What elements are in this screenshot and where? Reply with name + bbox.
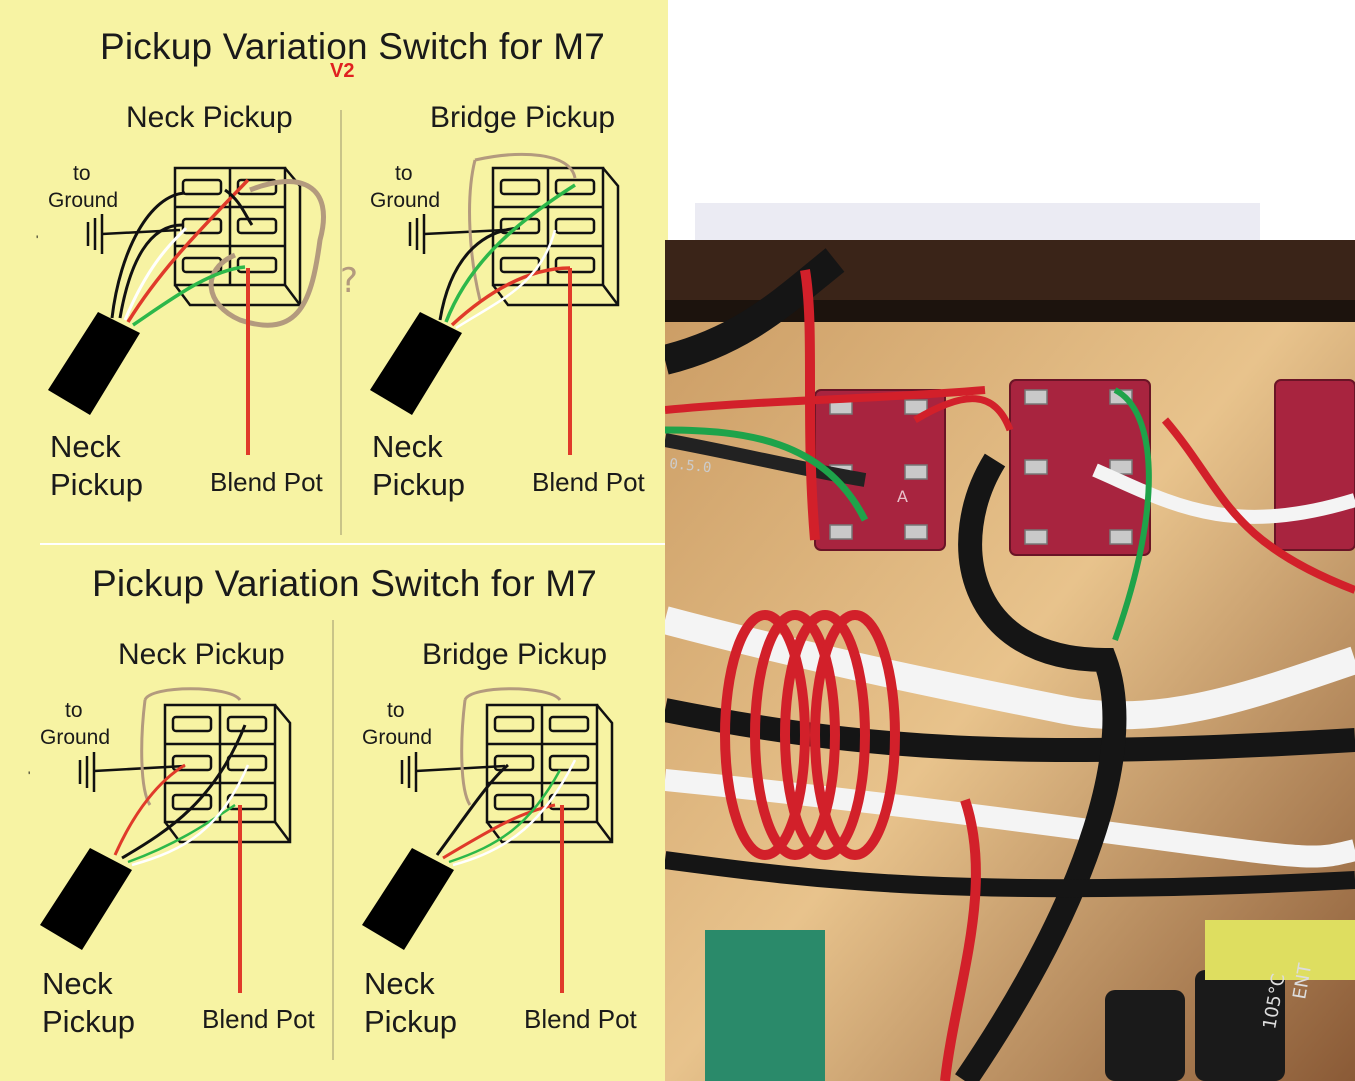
wire-marking: 0.5.0 xyxy=(669,456,713,476)
pickup-line-1: Neck xyxy=(364,966,435,1001)
bottom-bridge-diagram xyxy=(362,687,614,993)
ground-label: Ground xyxy=(362,726,433,749)
pickup-line-2: Pickup xyxy=(364,1004,458,1039)
bottom-bridge-blend-pot: Blend Pot xyxy=(524,1004,637,1034)
photo-top-strip xyxy=(695,203,1260,240)
bottom-bridge-pickup-label: Neck Pickup xyxy=(364,965,457,1041)
bottom-title: Pickup Variation Switch for M7 xyxy=(92,563,598,604)
bottom-bridge-header: Bridge Pickup xyxy=(422,638,608,671)
top-bridge-diagram xyxy=(370,152,620,455)
top-bridge-to-ground: to Ground xyxy=(370,160,440,214)
bottom-neck-pickup-label: Neck Pickup xyxy=(42,965,135,1041)
wiring-photo: A 105°C ENT 0.5.0 xyxy=(665,240,1355,1081)
column-divider-top xyxy=(340,110,342,535)
svg-text:': ' xyxy=(28,769,30,783)
top-bridge-blend-pot: Blend Pot xyxy=(532,467,645,497)
switch-marking: A xyxy=(897,487,908,506)
bottom-bridge-to-ground: to Ground xyxy=(362,697,432,751)
bottom-neck-to-ground: to Ground xyxy=(40,697,110,751)
pickup-line-1: Neck xyxy=(42,966,113,1001)
section-divider xyxy=(40,543,668,545)
bottom-neck-header: Neck Pickup xyxy=(118,638,285,671)
top-bridge-header: Bridge Pickup xyxy=(430,101,616,134)
to-label: to xyxy=(395,162,413,185)
pickup-line-1: Neck xyxy=(50,429,121,464)
top-neck-header: Neck Pickup xyxy=(126,101,293,134)
svg-text:': ' xyxy=(36,233,38,247)
wiring-diagrams: ? xyxy=(28,152,620,993)
top-title: Pickup Variation Switch for M7 xyxy=(100,26,606,67)
bottom-neck-diagram xyxy=(40,687,292,993)
pickup-line-1: Neck xyxy=(372,429,443,464)
pickup-line-2: Pickup xyxy=(372,467,466,502)
ground-label: Ground xyxy=(48,189,119,212)
top-neck-pickup-label: Neck Pickup xyxy=(50,428,143,504)
pickup-line-2: Pickup xyxy=(42,1004,136,1039)
bottom-neck-blend-pot: Blend Pot xyxy=(202,1004,315,1034)
column-divider-bottom xyxy=(332,620,334,1060)
pickup-line-2: Pickup xyxy=(50,467,144,502)
to-label: to xyxy=(387,699,405,722)
top-bridge-pickup-label: Neck Pickup xyxy=(372,428,465,504)
top-neck-to-ground: to Ground xyxy=(48,160,118,214)
top-neck-blend-pot: Blend Pot xyxy=(210,467,323,497)
question-mark: ? xyxy=(340,261,358,301)
to-label: to xyxy=(73,162,91,185)
ground-label: Ground xyxy=(370,189,441,212)
ground-label: Ground xyxy=(40,726,111,749)
version-badge: V2 xyxy=(330,60,355,82)
top-neck-diagram: ? xyxy=(48,166,358,455)
to-label: to xyxy=(65,699,83,722)
